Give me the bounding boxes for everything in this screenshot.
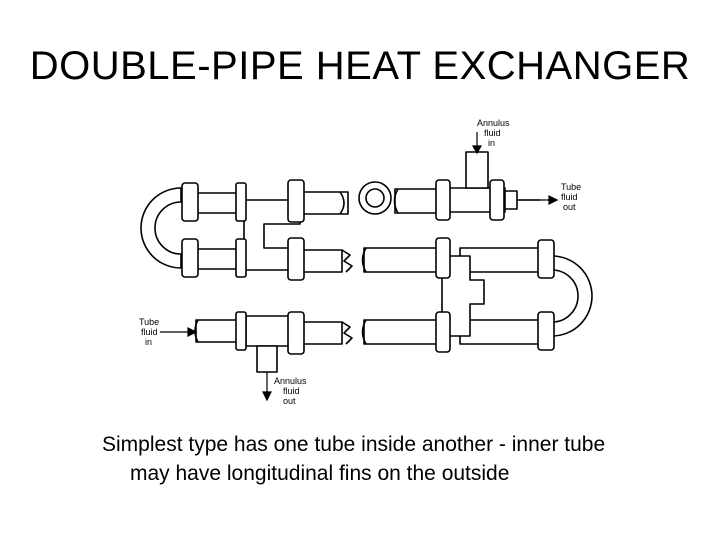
caption-line-2: may have longitudinal fins on the outsid… xyxy=(130,462,510,485)
row2-mid-pipe xyxy=(299,249,343,273)
tube-cross-section-inner xyxy=(365,188,385,208)
label-annulus-in: Annulus fluid in xyxy=(477,118,512,148)
row3-mid-pipe xyxy=(299,321,343,345)
row2-left-pipe xyxy=(195,248,241,270)
row1-break xyxy=(339,191,345,215)
right-return-bend xyxy=(551,255,593,337)
flanges xyxy=(181,179,555,355)
left-return-bend xyxy=(140,187,182,269)
row1-right-pipe xyxy=(394,188,442,214)
label-annulus-out: Annulus fluid out xyxy=(274,376,309,406)
row2-right-pipe xyxy=(363,247,443,273)
slide-caption: Simplest type has one tube inside anothe… xyxy=(102,430,702,488)
label-tube-out: Tube fluid out xyxy=(561,182,584,212)
annulus-outlet-nozzle xyxy=(256,345,278,373)
row3-inlet-pipe xyxy=(195,319,241,343)
right-tee xyxy=(441,255,485,337)
label-tube-in: Tube fluid in xyxy=(139,317,162,347)
row2-right-section xyxy=(459,247,541,273)
slide-title: DOUBLE-PIPE HEAT EXCHANGER xyxy=(29,44,691,88)
row3-right-section xyxy=(459,319,541,345)
row3-right-pipe xyxy=(363,319,443,345)
caption-line-1: Simplest type has one tube inside anothe… xyxy=(102,433,606,456)
row1-left-pipe xyxy=(195,192,241,214)
annulus-inlet-nozzle xyxy=(465,151,489,189)
row1-inner-tube xyxy=(299,191,349,215)
